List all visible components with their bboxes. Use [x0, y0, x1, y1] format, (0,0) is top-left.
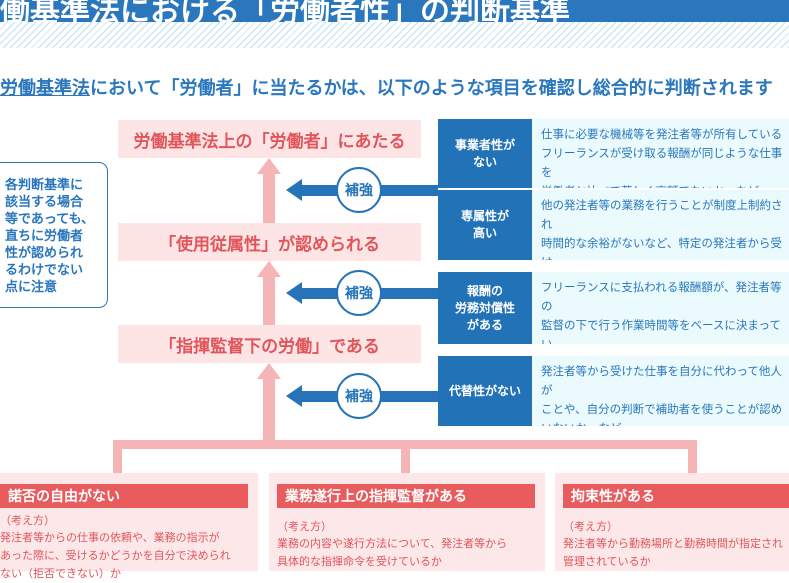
caution-note: 各判断基準に 該当する場合 等であっても、 直ちに労働者 性が認められ るわけで…	[0, 162, 108, 308]
title-bar: 働基準法における「労働者性」の判断基準	[0, 0, 789, 22]
criterion-text: 発注者等からの仕事の依頼や、業務の指示が あった際に、受けるかどうかを自分で決め…	[0, 531, 231, 580]
page-title: 働基準法における「労働者性」の判断基準	[0, 0, 570, 22]
connector-line	[401, 440, 410, 473]
dotted-divider	[438, 188, 789, 190]
criterion-title: 拘束性がある	[563, 484, 789, 508]
factor-label: 報酬の 労務対償性 がある	[438, 272, 532, 344]
lead-body: において「労働者」に当たるかは、以下のような項目を確認し総合的に判断されます	[90, 78, 773, 99]
reinforce-badge: 補強	[336, 167, 382, 213]
up-arrow-head	[257, 158, 281, 174]
factor-desc: 仕事に必要な機械等を発注者等が所有している フリーランスが受け取る報酬が同じよう…	[532, 119, 789, 188]
level-subordination: 「使用従属性」が認められる	[118, 223, 421, 261]
left-arrow-head	[286, 179, 302, 201]
factor-label: 専属性が 高い	[438, 190, 532, 260]
criterion-title: 諾否の自由がない	[0, 484, 248, 508]
level-direction: 「指揮監督下の労働」である	[118, 325, 421, 363]
factor-desc: フリーランスに支払われる報酬額が、発注者等の 監督の下で行う作業時間等をベースに…	[532, 272, 789, 344]
criterion-sub: （考え方）	[563, 520, 618, 533]
criterion-text: 発注者等から勤務場所と勤務時間が指定され 管理されているか	[563, 537, 783, 568]
reinforce-badge: 補強	[336, 270, 382, 316]
hatch-divider	[0, 22, 789, 48]
labor-standards-act-link[interactable]: 労働基準法	[0, 78, 90, 99]
factor-label: 代替性がない	[438, 356, 532, 426]
level-worker: 労働基準法上の「労働者」にあたる	[118, 120, 421, 158]
left-arrow-head	[286, 385, 302, 407]
connector-line	[113, 440, 122, 473]
up-arrow	[263, 277, 275, 325]
reinforce-badge: 補強	[336, 373, 382, 419]
criterion-sub: （考え方）	[277, 520, 332, 533]
criterion-title: 業務遂行上の指揮監督がある	[277, 484, 535, 508]
connector-line	[688, 440, 697, 473]
factor-desc: 他の発注者等の業務を行うことが制度上制約され 時間的な余裕がないなど、特定の発注…	[532, 190, 789, 260]
criterion-sub: （考え方）	[0, 514, 55, 527]
up-arrow-head	[257, 261, 281, 277]
left-arrow-head	[286, 282, 302, 304]
lead-text: 労働基準法において「労働者」に当たるかは、以下のような項目を確認し総合的に判断さ…	[0, 74, 773, 100]
up-arrow	[263, 379, 275, 441]
factor-desc: 発注者等から受けた仕事を自分に代わって他人が ことや、自分の判断で補助者を使うこ…	[532, 356, 789, 426]
criterion-text: 業務の内容や遂行方法について、発注者等から 具体的な指揮命令を受けているか	[277, 537, 508, 568]
up-arrow-head	[257, 363, 281, 379]
up-arrow	[263, 174, 275, 223]
factor-label: 事業者性が ない	[438, 119, 532, 188]
